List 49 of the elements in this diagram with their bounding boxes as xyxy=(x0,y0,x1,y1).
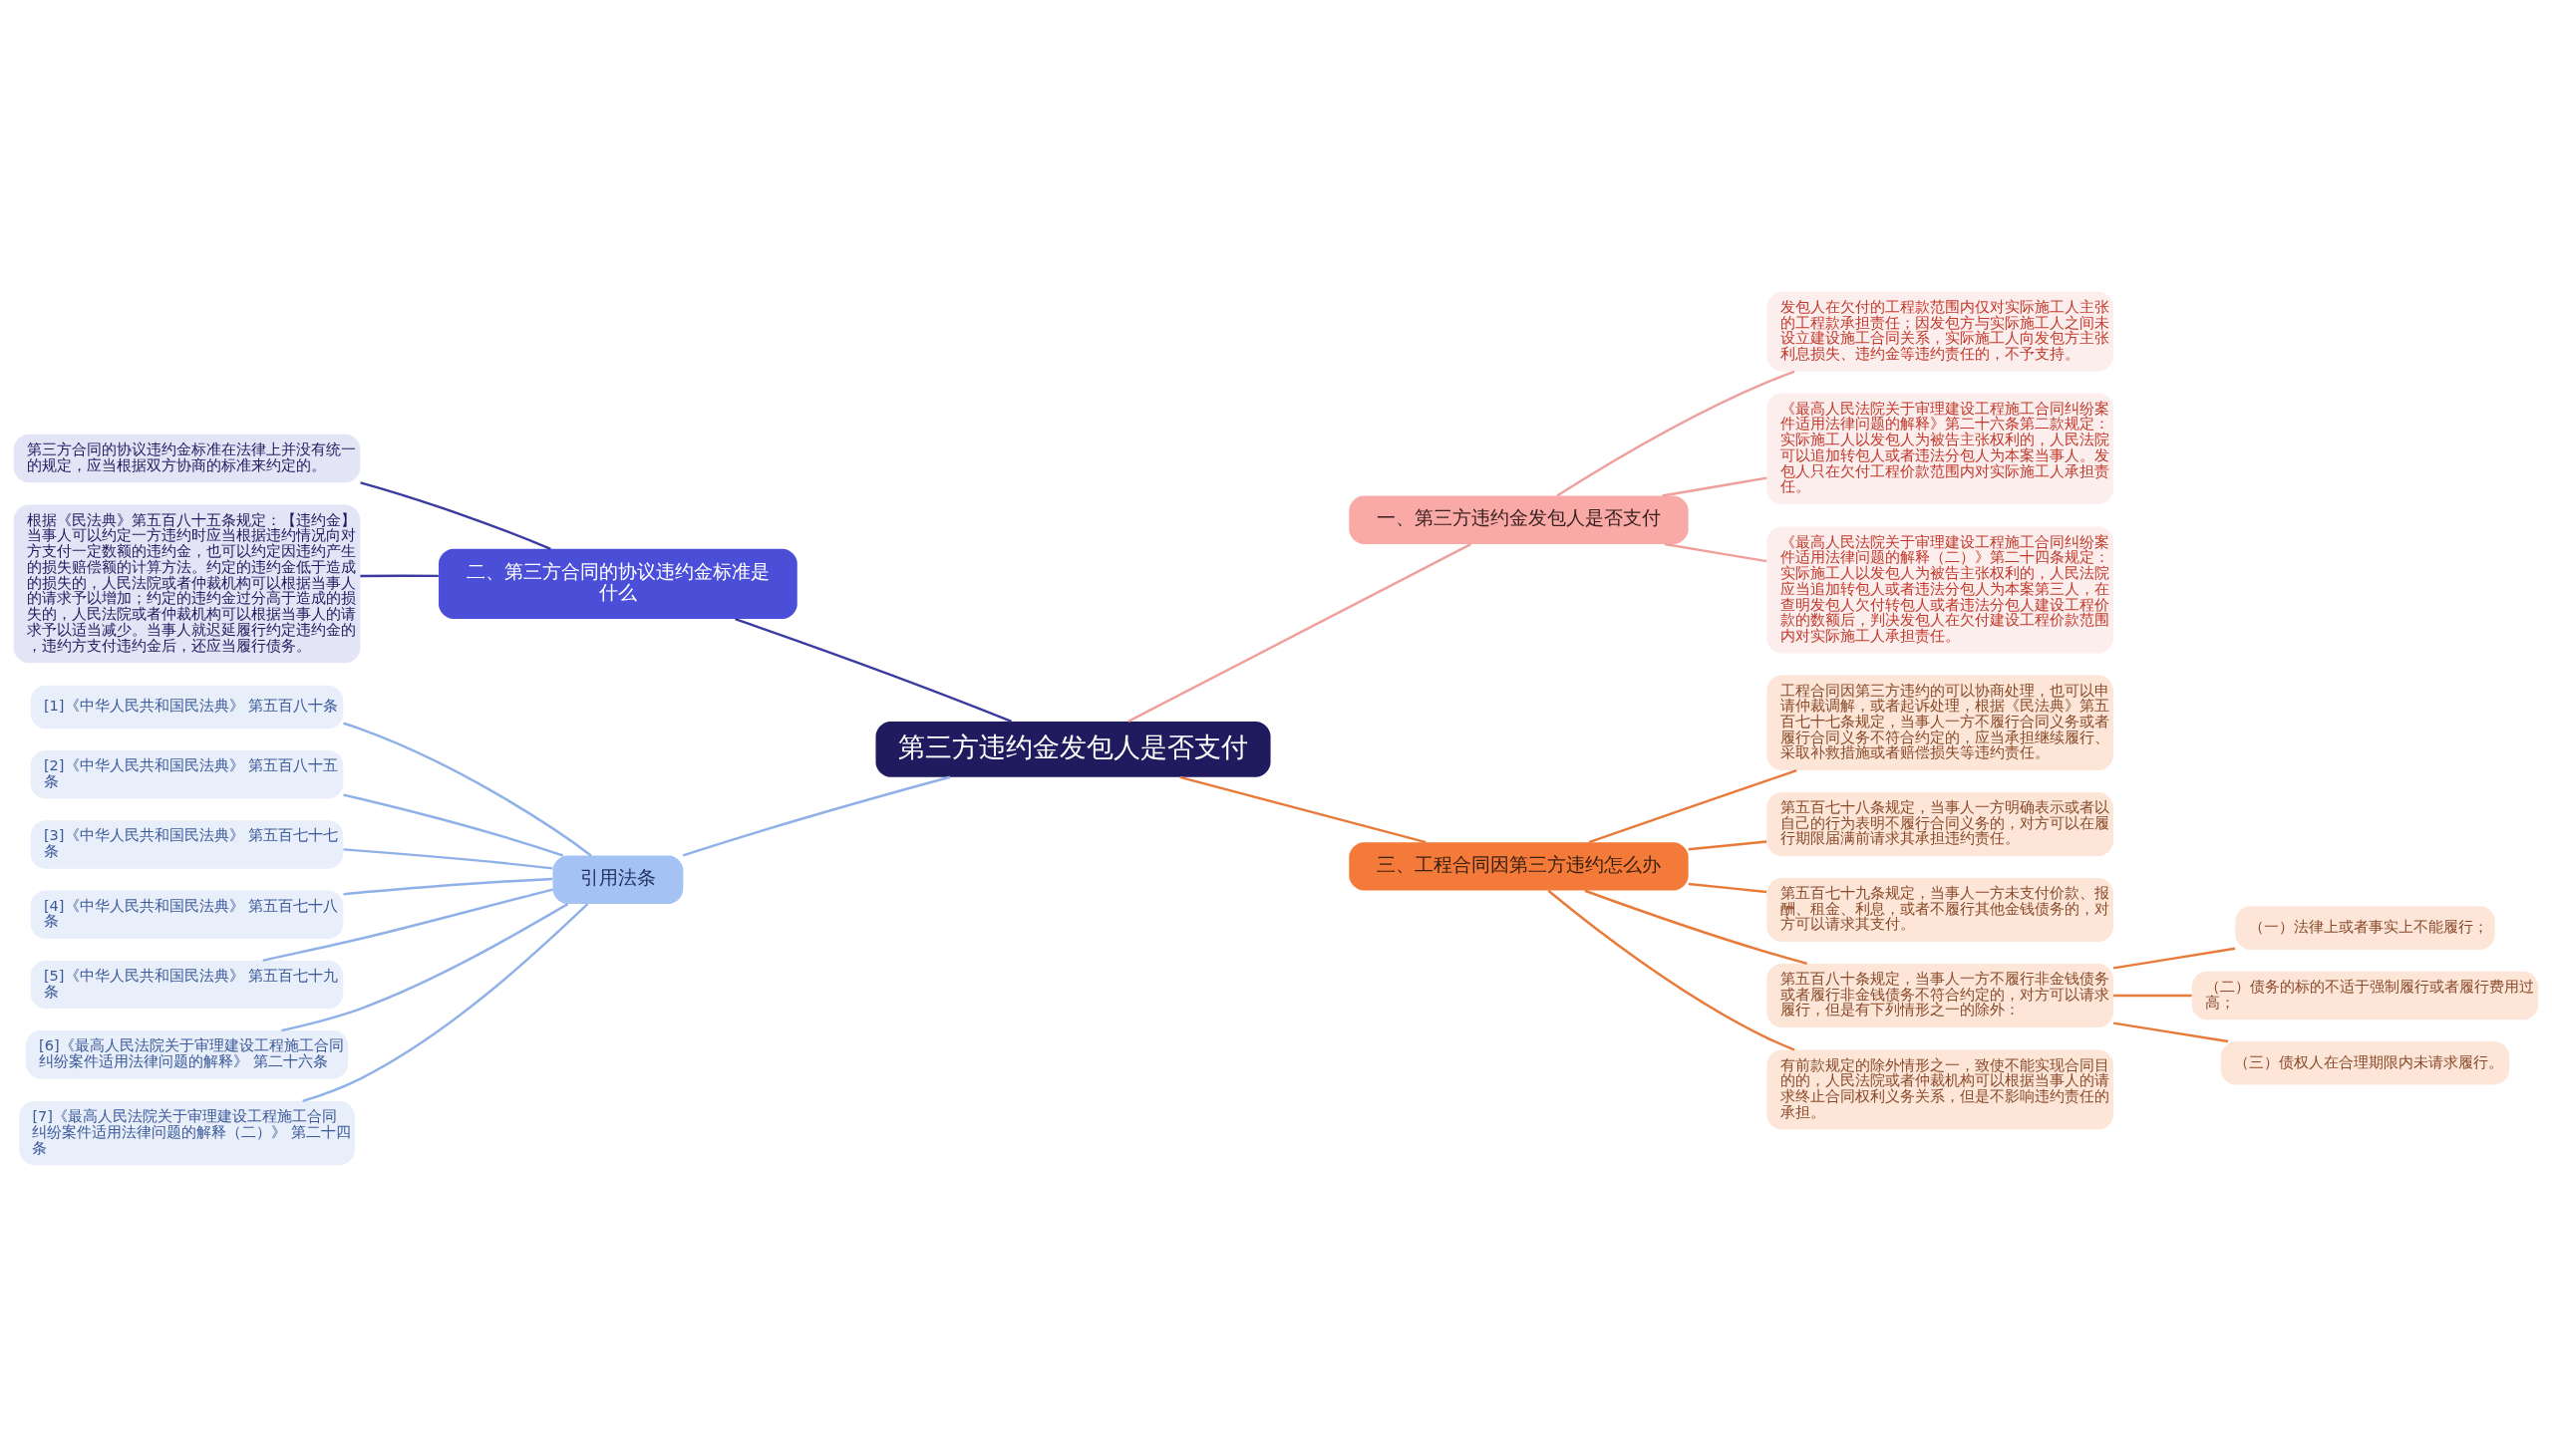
connector xyxy=(682,775,951,856)
connector xyxy=(2112,1020,2229,1042)
connector xyxy=(1584,889,1807,965)
node-box: 引用法条 xyxy=(552,855,684,904)
node-box: 《最高人民法院关于审理建设工程施工合同纠纷案件适用法律问题的解释》第二十六条第二款规定：实际施工人以发包人为被告主张权利的，人民法院可以追加转包人或者违法分包人为本案当事人。发包人只在欠付工程价款范围内对实际施工人承担责任。 xyxy=(1766,393,2113,504)
connector xyxy=(343,722,592,856)
connector xyxy=(343,792,564,857)
node-box: [5]《中华人民共和国民法典》 第五百七十九条 xyxy=(30,960,344,1009)
node-box: 二、第三方合同的协议违约金标准是什么 xyxy=(439,548,798,619)
connector xyxy=(360,480,551,550)
node-box: 第三方合同的协议违约金标准在法律上并没有统一的规定，应当根据双方协商的标准来约定的。 xyxy=(13,434,361,482)
node-box: 工程合同因第三方违约的可以协商处理，也可以申请仲裁调解，或者起诉处理，根据《民法典》第五百七十七条规定，当事人一方不履行合同义务或者履行合同义务不符合约定的，应当承担继续履行、采取补救措施或者赔偿损失等违约责任。 xyxy=(1766,674,2113,770)
node-box: [6]《最高人民法院关于审理建设工程施工合同纠纷案件适用法律问题的解释》 第二十六条 xyxy=(25,1029,349,1079)
node-box: 第五百八十条规定，当事人一方不履行非金钱债务或者履行非金钱债务不符合约定的，对方可以请求履行，但是有下列情形之一的除外： xyxy=(1766,963,2113,1027)
node-box: 《最高人民法院关于审理建设工程施工合同纠纷案件适用法律问题的解释（二）》第二十四条规定：实际施工人以发包人为被告主张权利的，人民法院应当追加转包人或者违法分包人为本案第三人，在查明发包人欠付转包人或者违法分包人建设工程价款的数额后，判决发包人在欠付建设工程价款范围内对实际施工人承担责任。 xyxy=(1766,525,2113,654)
connector xyxy=(360,574,439,577)
connector xyxy=(262,888,553,962)
node-box: （三）债权人在合理期限内未请求履行。 xyxy=(2220,1040,2510,1085)
node-box: 三、工程合同因第三方违约怎么办 xyxy=(1349,841,1689,891)
connector xyxy=(302,902,589,1102)
node-box: [7]《最高人民法院关于审理建设工程施工合同纠纷案件适用法律问题的解释（二）》 第二十四条 xyxy=(19,1100,355,1165)
connector xyxy=(1127,542,1471,723)
connector xyxy=(1179,775,1427,843)
connector xyxy=(735,617,1013,723)
node-box: 发包人在欠付的工程款范围内仅对实际施工人主张的工程款承担责任；因发包方与实际施工人之间未设立建设施工合同关系，实际施工人向发包方主张利息损失、违约金等违约责任的，不予支持。 xyxy=(1766,291,2113,372)
connector xyxy=(281,902,569,1031)
connector xyxy=(343,877,553,895)
node-box: （二）债务的标的不适于强制履行或者履行费用过高； xyxy=(2191,971,2539,1019)
node-box: [3]《中华人民共和国民法典》 第五百七十七条 xyxy=(30,819,344,869)
connector xyxy=(1688,882,1767,893)
connector xyxy=(343,847,553,870)
node-box: 第五百七十八条规定，当事人一方明确表示或者以自己的行为表明不履行合同义务的，对方可以在履行期限届满前请求其承担违约责任。 xyxy=(1766,791,2113,856)
node-box: [2]《中华人民共和国民法典》 第五百八十五条 xyxy=(30,749,344,799)
connector xyxy=(1547,889,1795,1051)
connector xyxy=(1688,839,1767,851)
connector xyxy=(2112,947,2236,970)
node-box: 根据《民法典》第五百八十五条规定：【违约金】当事人可以约定一方违约时应当根据违约情况向对方支付一定数额的违约金，也可以约定因违约产生的损失赔偿额的计算方法。约定的违约金低于造成的损失的，人民法院或者仲裁机构可以根据当事人的请求予以增加；约定的违约金过分高于造成的损失的，人民法院或者仲裁机构可以根据当事人的请求予以适当减少。当事人就迟延履行约定违约金的，违约方支付违约金后，还应当履行债务。 xyxy=(13,504,361,663)
node-box: [1]《中华人民共和国民法典》 第五百八十条 xyxy=(30,685,344,728)
node-box: [4]《中华人民共和国民法典》 第五百七十八条 xyxy=(30,890,344,939)
node-box: （一）法律上或者事实上不能履行； xyxy=(2235,905,2495,950)
connector xyxy=(1556,370,1795,497)
connector xyxy=(1664,542,1767,562)
connector xyxy=(1588,768,1797,843)
node-box: 第五百七十九条规定，当事人一方未支付价款、报酬、租金、利息，或者不履行其他金钱债务的，对方可以请求其支付。 xyxy=(1766,877,2113,942)
connector xyxy=(1662,475,1767,497)
node-box: 第三方违约金发包人是否支付 xyxy=(875,721,1271,777)
connector xyxy=(2113,994,2192,997)
node-box: 一、第三方违约金发包人是否支付 xyxy=(1349,495,1689,544)
node-box: 有前款规定的除外情形之一，致使不能实现合同目的的，人民法院或者仲裁机构可以根据当事人的请求终止合同权利义务关系，但是不影响违约责任的承担。 xyxy=(1766,1049,2113,1129)
